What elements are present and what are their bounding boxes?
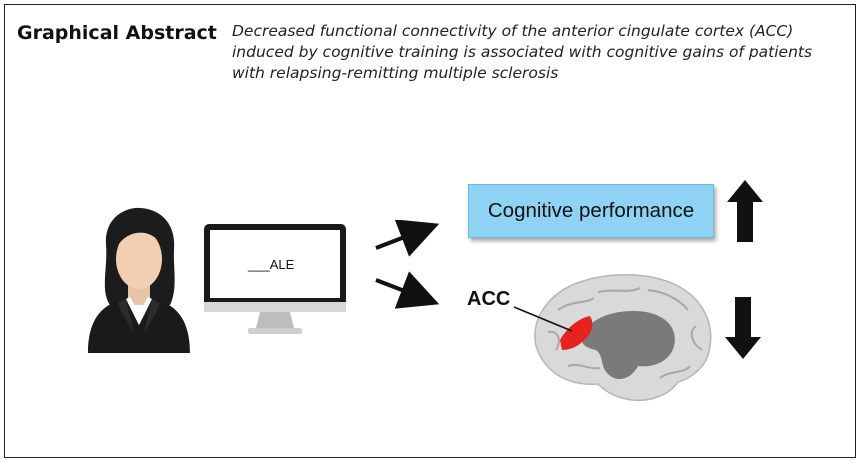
down-arrow-icon (725, 297, 761, 363)
monitor-screen-text: ___ALE (248, 257, 295, 272)
branch-arrows (370, 219, 440, 314)
brain-medial-view-icon (528, 270, 714, 408)
page-subtitle: Decreased functional connectivity of the… (232, 22, 813, 82)
arrow-to-outcome (375, 219, 440, 257)
computer-monitor-icon (204, 224, 346, 344)
up-arrow-icon (727, 180, 763, 246)
page-title: Graphical Abstract (17, 22, 217, 44)
cognitive-performance-box: Cognitive performance (468, 184, 714, 238)
arrow-to-brain (375, 271, 440, 309)
woman-avatar-icon (82, 205, 194, 357)
acc-label: ACC (467, 288, 511, 310)
acc-leader-line (512, 305, 582, 349)
acc-region (560, 316, 593, 350)
